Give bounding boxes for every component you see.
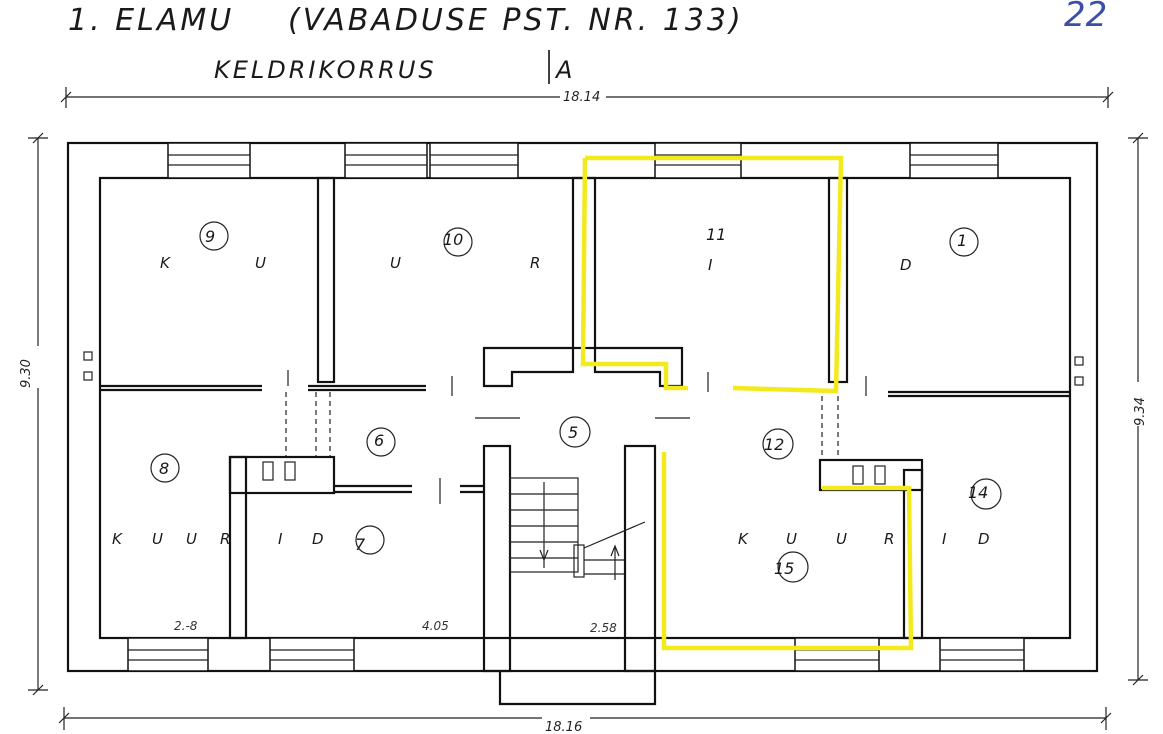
bottom-dimension-label: 18.16 [545, 720, 582, 734]
room-number-1: 1 [957, 231, 967, 250]
dim-label-2: 4.05 [422, 619, 449, 633]
room-number-6: 6 [374, 431, 384, 450]
bottom-windows [127, 637, 1025, 672]
staircase [509, 477, 646, 580]
lower-right-letter-5: I [942, 530, 947, 548]
lower-left-label: K U U R I D [112, 530, 325, 548]
floor-label: KELDRIKORRUS [214, 56, 437, 84]
room-1-letter-d: D [900, 256, 913, 274]
right-dimension-label: 9.34 [1133, 397, 1148, 426]
address-label: (VABADUSE PST. NR. 133) [288, 3, 744, 38]
lower-right-letter-6: D [978, 530, 991, 548]
right-dimension: 9.34 [1126, 132, 1150, 686]
room-10-letter-r: R [530, 254, 541, 272]
room-10-letter-u: U [390, 254, 402, 272]
room-number-15: 15 [774, 559, 794, 578]
room-number-9: 9 [205, 227, 215, 246]
lower-left-letter-2: U [152, 530, 164, 548]
top-windows [167, 142, 999, 179]
dim-label-3: 2.58 [590, 621, 617, 635]
room-numbers: 9 10 11 1 8 6 5 12 7 15 14 [150, 221, 1002, 583]
small-dimension-labels: 2.-8 4.05 2.58 [174, 619, 617, 635]
room-number-5: 5 [568, 423, 578, 442]
section-label: A [554, 56, 575, 84]
highlight-room-15 [661, 452, 914, 651]
room-number-7: 7 [355, 535, 366, 554]
room-9-letter-k: K [160, 254, 171, 272]
page-number: 22 [1064, 0, 1107, 35]
dim-label-1: 2.-8 [174, 619, 198, 633]
room-9-letter-u: U [255, 254, 267, 272]
bottom-dimension: 18.16 [58, 707, 1112, 734]
lower-left-letter-5: I [278, 530, 283, 548]
lower-right-letter-3: U [836, 530, 848, 548]
lower-right-letter-1: K [738, 530, 749, 548]
building-title: 1. ELAMU [68, 3, 234, 38]
room-number-10: 10 [443, 230, 463, 249]
top-dimension: 18.14 [60, 87, 1114, 108]
lower-left-letter-1: K [112, 530, 123, 548]
lower-left-letter-4: R [220, 530, 231, 548]
highlight-room-11 [580, 155, 844, 394]
room-11-letter-i: I [708, 256, 713, 274]
door-markings [285, 370, 867, 504]
lower-right-label: K U U R I D [738, 530, 991, 548]
top-dimension-label: 18.14 [563, 90, 600, 105]
left-dimension-label: 9.30 [19, 359, 34, 388]
lower-right-letter-2: U [786, 530, 798, 548]
room-number-11: 11 [706, 225, 726, 244]
room-letters: K U U R I D [160, 254, 913, 274]
room-number-12: 12 [764, 435, 784, 454]
interior-walls [83, 176, 1084, 706]
lower-right-letter-4: R [884, 530, 895, 548]
room-number-14: 14 [968, 483, 988, 502]
lower-left-letter-3: U [186, 530, 198, 548]
left-dimension: 9.30 [19, 132, 50, 696]
lower-left-letter-6: D [312, 530, 325, 548]
room-number-8: 8 [159, 459, 169, 478]
